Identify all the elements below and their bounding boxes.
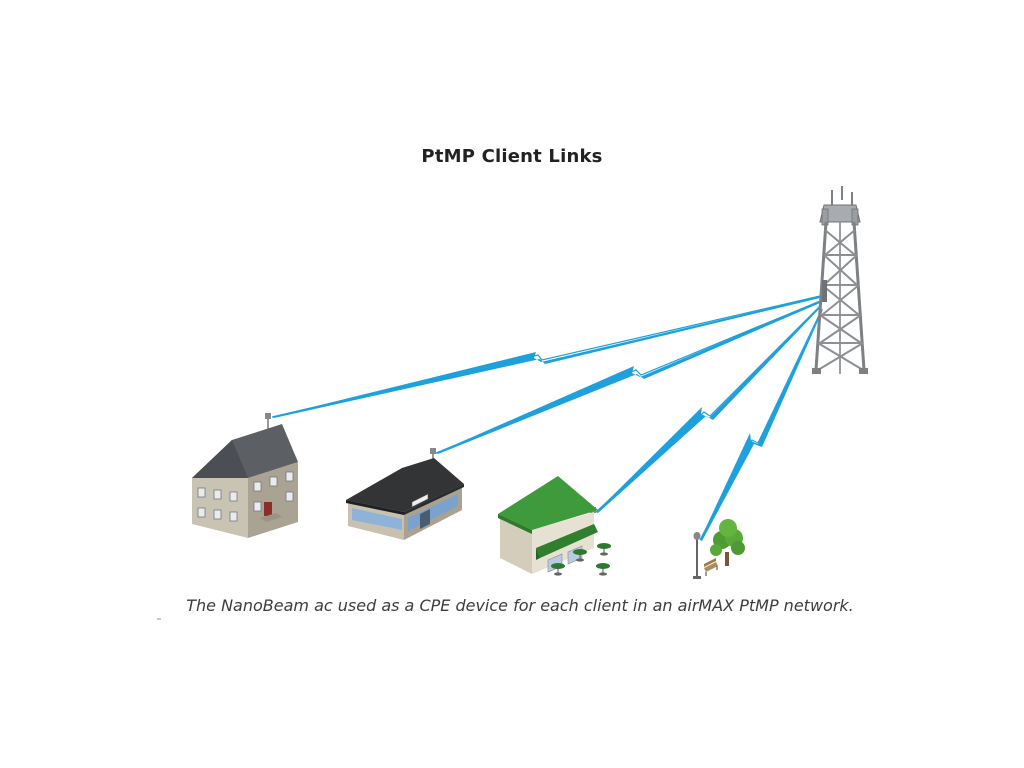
bench-icon	[704, 558, 718, 576]
park-lamp-icon	[693, 519, 745, 579]
store-icon	[346, 448, 464, 540]
diagram-caption: The NanoBeam ac used as a CPE device for…	[186, 596, 854, 615]
wireless-links	[271, 295, 823, 541]
cafe-tables	[551, 543, 611, 576]
link-store	[435, 300, 821, 454]
radio-tower-icon	[812, 186, 868, 374]
link-park	[699, 308, 823, 541]
house-icon	[192, 413, 298, 538]
link-cafe	[595, 304, 822, 513]
diagram-title: PtMP Client Links	[421, 146, 603, 167]
tree-icon	[710, 519, 745, 566]
cafe-icon	[498, 476, 611, 576]
link-house	[271, 295, 821, 418]
